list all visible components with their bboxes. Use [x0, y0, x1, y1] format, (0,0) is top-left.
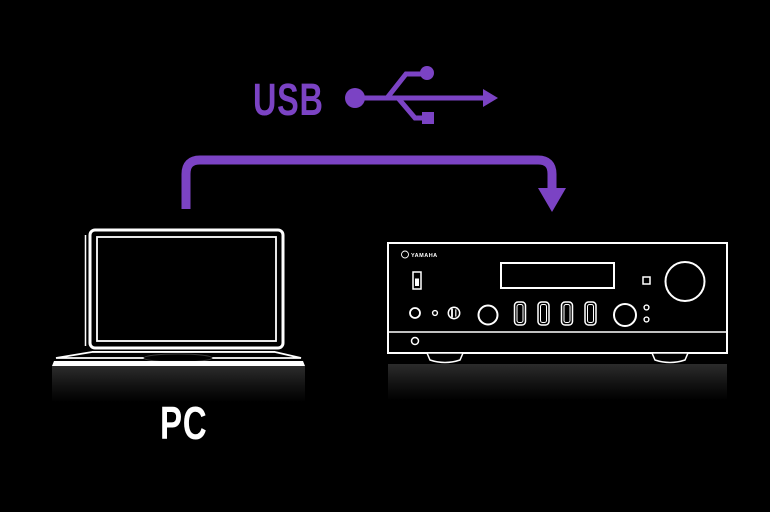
receiver-foot-right [650, 352, 690, 364]
laptop-touchpad [143, 353, 213, 363]
receiver-square-button [642, 276, 651, 285]
bottom-strip-button [410, 336, 420, 346]
receiver-shadow [388, 364, 727, 400]
indicator-dot [643, 316, 650, 323]
power-switch-outline [412, 271, 422, 290]
laptop-screen-bezel [88, 228, 285, 350]
striped-knob-outline [447, 306, 461, 320]
yamaha-logo-icon: YAMAHA [401, 250, 438, 259]
striped-knob [447, 306, 461, 320]
laptop-shadow [52, 366, 305, 402]
usb-trident-lower-branch [396, 96, 422, 121]
phones-jack [409, 307, 421, 319]
pc-label: PC [160, 397, 208, 449]
elbow-arrow-down-icon [181, 155, 566, 212]
laptop-line-art [52, 228, 305, 366]
selector-knob-left [477, 304, 499, 326]
receiver-brand-text: YAMAHA [411, 253, 438, 259]
volume-knob [664, 261, 706, 302]
usb-label: USB [253, 74, 324, 125]
panel-button [560, 301, 574, 326]
usb-trident-circle-terminal [420, 66, 434, 80]
panel-button [513, 301, 527, 326]
power-switch [412, 271, 422, 290]
usb-trident-square-terminal [422, 112, 434, 124]
laptop-front-edge [52, 361, 305, 366]
power-switch-toggle [415, 278, 419, 286]
small-jack [431, 309, 439, 317]
connector-path [181, 155, 557, 209]
receiver-chassis [387, 242, 728, 354]
selector-knob-right [613, 303, 637, 327]
indicator-dot [643, 304, 650, 311]
receiver-foot-left [425, 352, 465, 364]
usb-trident-arrowhead [483, 89, 498, 107]
panel-button [537, 301, 550, 326]
connector-arrowhead [538, 188, 566, 212]
yamaha-tuning-fork-icon [401, 250, 409, 259]
stereo-receiver-line-art: YAMAHA [387, 242, 728, 364]
panel-button [584, 301, 597, 326]
usb-trident-upper-branch [385, 71, 422, 100]
laptop-screen [96, 236, 277, 342]
usb-trident-icon [345, 66, 498, 124]
receiver-display [500, 262, 615, 289]
